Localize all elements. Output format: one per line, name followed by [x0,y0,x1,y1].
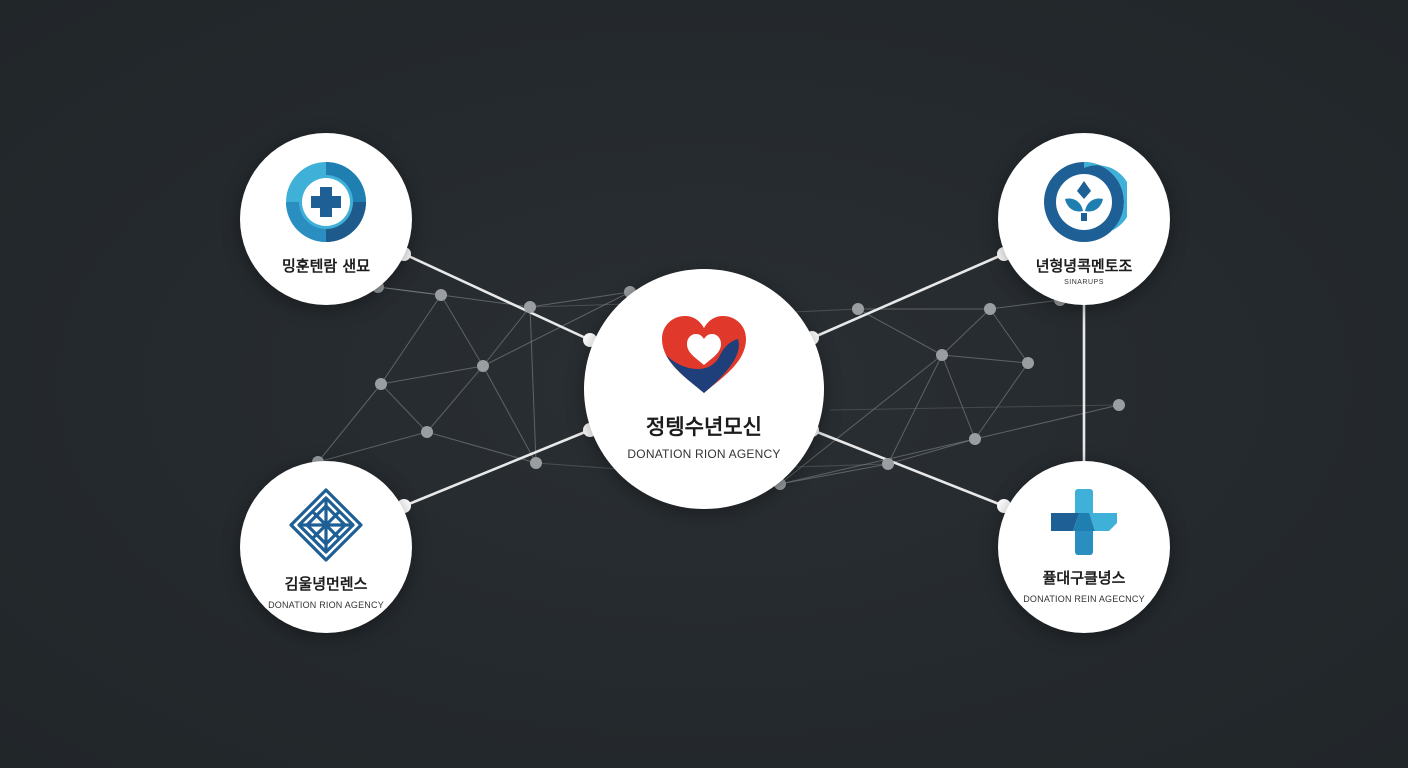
hub-name: 정텡수년모신 [646,415,762,439]
mesh-line [426,431,537,464]
mesh-line [941,308,991,356]
mesh-line [482,291,631,367]
mesh-line [989,299,1061,310]
mesh-line [482,365,537,464]
mesh-line [779,354,943,485]
mesh-line [779,438,976,485]
connector-line [403,428,591,508]
leaf-circle-icon [1044,162,1127,242]
mesh-node-dot [435,289,447,301]
mesh-line [380,365,484,385]
mesh-line [380,383,428,433]
mesh-node-dot [421,426,433,438]
partner-node-bottom-left: 김울녕먼렌스 DONATION RION AGENCY [240,461,412,633]
connector-line [811,428,1005,508]
partner-subtitle: DONATION REIN AGECNCY [1023,594,1145,604]
partner-name: 년형녕콕멘토조 [1035,257,1133,275]
hub-subtitle: DONATION RION AGENCY [627,447,781,461]
partner-name: 김울녕먼렌스 [284,575,368,593]
mesh-node-dot [852,303,864,315]
mesh-node-dot [1113,399,1125,411]
partner-node-bottom-right: 퓰대구클녕스 DONATION REIN AGECNCY [998,461,1170,633]
mesh-line [829,404,1120,411]
mesh-line [941,354,976,440]
connector-lines [397,247,1086,513]
mesh-line [317,431,428,463]
mesh-node-dot [936,349,948,361]
mesh-line [974,404,1120,440]
heart-icon [662,316,746,393]
mesh-line [857,308,943,356]
connector-line [403,252,591,342]
partner-name: 밍훈텐람 샌묘 [281,257,371,275]
partner-name: 퓰대구클녕스 [1042,569,1126,587]
mesh-line [426,365,484,433]
partner-subtitle: DONATION RION AGENCY [268,600,384,610]
mesh-line [974,362,1029,440]
mesh-line [989,308,1029,364]
connector-line [811,252,1005,340]
mesh-line [380,294,442,385]
partner-subtitle: SINARUPS [1064,279,1104,286]
medical-cross-swirl-icon [286,162,366,242]
hub-node: 정텡수년모신 DONATION RION AGENCY [584,269,824,509]
mesh-line [377,286,442,296]
mesh-node-dot [984,303,996,315]
mesh-node-dot [882,458,894,470]
mesh-node-dot [477,360,489,372]
mesh-line [440,294,484,367]
mesh-node-dot [530,457,542,469]
mesh-node-dot [375,378,387,390]
mesh-line [941,354,1029,364]
mesh-line [779,463,889,485]
mesh-line [887,354,943,465]
partner-node-top-left: 밍훈텐람 샌묘 [240,133,412,305]
diamond-star-icon [289,488,363,562]
split-cross-icon [1051,489,1117,555]
mesh-line [529,291,631,308]
mesh-line [482,306,531,367]
mesh-node-dot [524,301,536,313]
partner-node-top-right: 년형녕콕멘토조 SINARUPS [998,133,1170,305]
mesh-node-dot [1022,357,1034,369]
mesh-node-dot [969,433,981,445]
mesh-line [887,438,976,465]
mesh-line [529,306,537,464]
mesh-line [317,383,382,463]
